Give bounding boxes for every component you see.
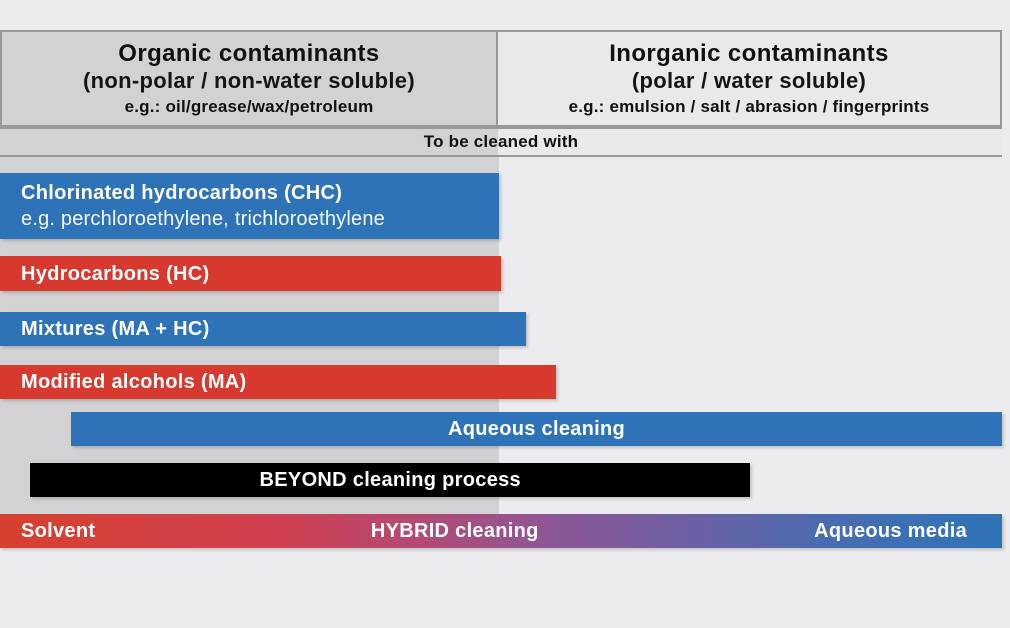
bar-beyond-label: BEYOND cleaning process — [259, 469, 521, 491]
bar-chc-label: Chlorinated hydrocarbons (CHC) — [21, 182, 343, 204]
organic-subtitle: (non-polar / non-water soluble) — [83, 68, 415, 94]
organic-title: Organic contaminants — [118, 40, 380, 68]
organic-contaminants-panel: Organic contaminants (non-polar / non-wa… — [2, 32, 498, 125]
solvent-aqueous-spectrum-bar: Solvent HYBRID cleaning Aqueous media — [0, 514, 1002, 548]
spectrum-solvent-label: Solvent — [21, 520, 96, 542]
bar-beyond-cleaning-process: BEYOND cleaning process — [30, 463, 751, 497]
spectrum-aqueous-media-label: Aqueous media — [814, 520, 967, 542]
bar-chc-sublabel: e.g. perchloroethylene, trichloroethylen… — [21, 208, 385, 230]
inorganic-title: Inorganic contaminants — [609, 40, 889, 68]
inorganic-subtitle: (polar / water soluble) — [631, 68, 867, 94]
bar-chlorinated-hydrocarbons: Chlorinated hydrocarbons (CHC) e.g. perc… — [0, 173, 499, 239]
bar-hydrocarbons: Hydrocarbons (HC) — [0, 256, 501, 291]
spectrum-hybrid-label: HYBRID cleaning — [370, 520, 539, 542]
organic-examples: e.g.: oil/grease/wax/petroleum — [124, 97, 374, 117]
to-be-cleaned-with-band: To be cleaned with — [0, 127, 1002, 157]
bar-mixtures: Mixtures (MA + HC) — [0, 312, 527, 346]
bar-modified-alcohols: Modified alcohols (MA) — [0, 365, 557, 399]
bar-ma-label: Modified alcohols (MA) — [21, 371, 247, 393]
bar-aqueous-label: Aqueous cleaning — [448, 418, 626, 440]
contaminants-header: Organic contaminants (non-polar / non-wa… — [0, 30, 1002, 127]
bar-aqueous-cleaning: Aqueous cleaning — [71, 412, 1002, 446]
bar-hc-label: Hydrocarbons (HC) — [21, 262, 210, 285]
inorganic-examples: e.g.: emulsion / salt / abrasion / finge… — [568, 97, 930, 117]
bar-mixtures-label: Mixtures (MA + HC) — [21, 318, 210, 340]
inorganic-contaminants-panel: Inorganic contaminants (polar / water so… — [498, 32, 1000, 125]
